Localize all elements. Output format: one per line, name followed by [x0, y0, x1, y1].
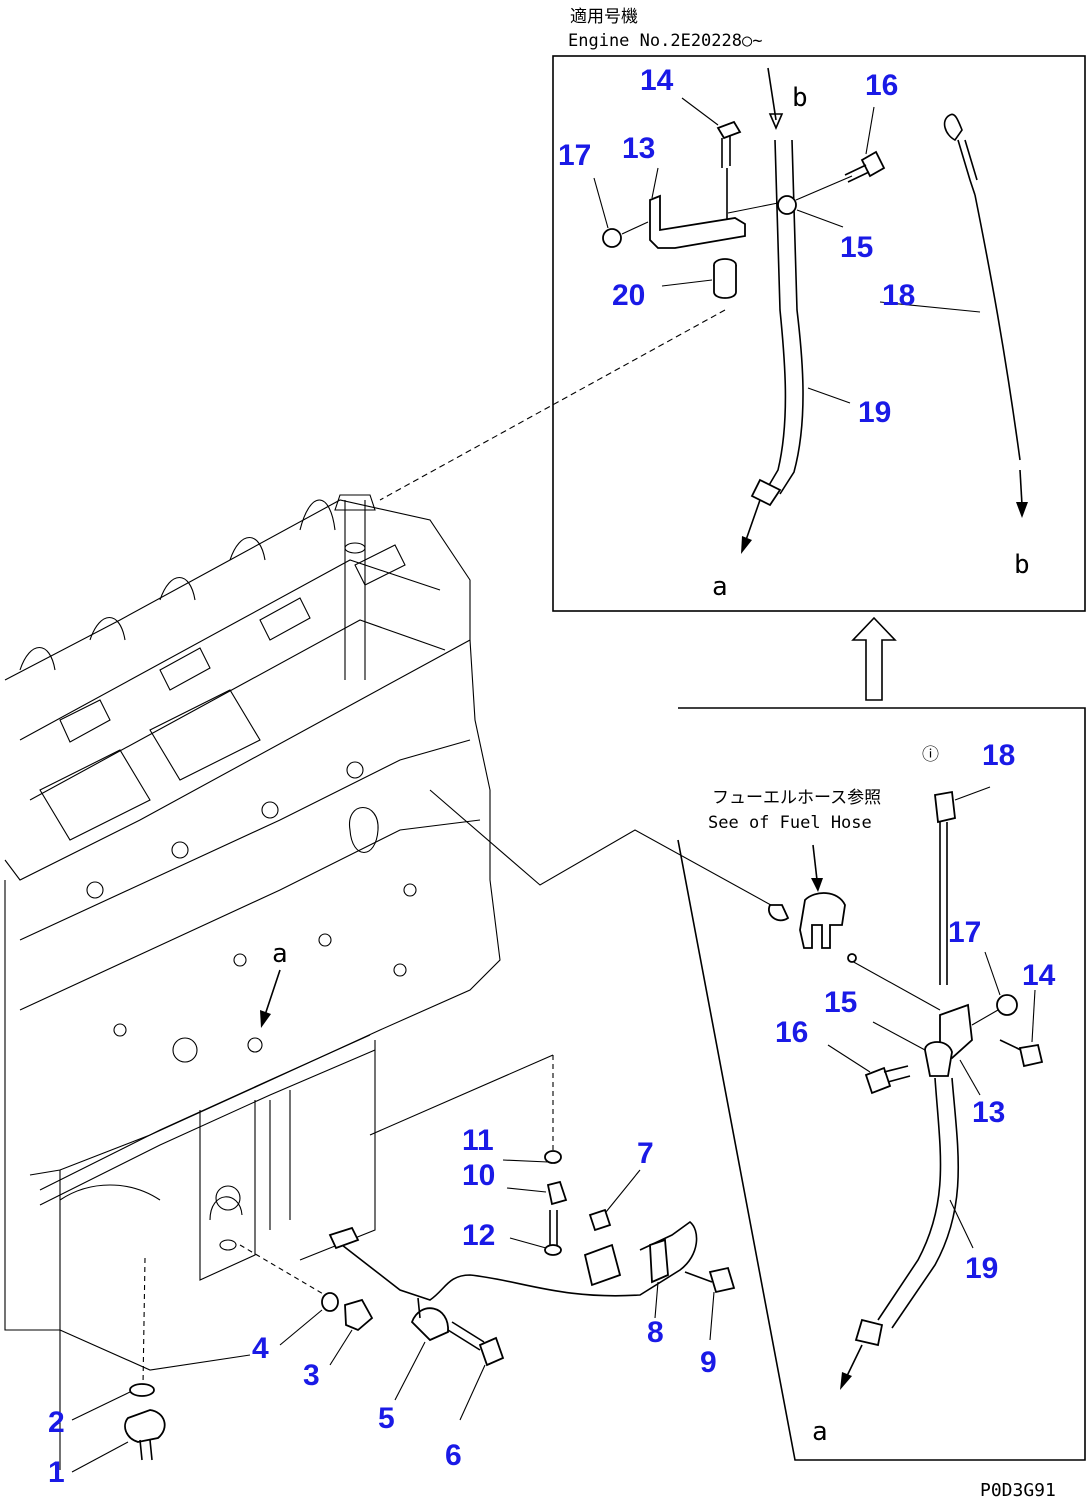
callout-15-top: 15 — [840, 231, 873, 264]
stud-12 — [544, 1210, 562, 1256]
bolt-16-lower — [827, 1044, 911, 1095]
callout-9: 9 — [700, 1346, 717, 1379]
callout-16-lower: 16 — [775, 1016, 808, 1049]
callout-18-top: 18 — [882, 279, 915, 312]
callout-numbers: 1 2 3 4 5 6 7 8 9 10 11 12 13 14 15 16 1… — [48, 64, 1056, 1489]
fuel-hose-note-ja: フューエルホース参照 — [712, 788, 881, 808]
clip-10 — [546, 1180, 568, 1206]
callout-5: 5 — [378, 1402, 395, 1435]
callout-15-lower: 15 — [824, 986, 857, 1019]
ref-b-top-out: b — [1014, 550, 1030, 580]
ref-a-lower: a — [812, 1417, 828, 1447]
bolt-9 — [684, 1266, 736, 1294]
callout-14-top: 14 — [640, 64, 674, 97]
callout-3: 3 — [303, 1359, 320, 1392]
callout-19-lower: 19 — [965, 1252, 998, 1285]
bolt-14-lower — [999, 1039, 1044, 1068]
clamp-15-top — [777, 195, 797, 215]
leader-detail-to-engine — [379, 309, 726, 501]
ref-a-engine: a — [272, 939, 288, 969]
guide-tube-19-lower — [877, 1077, 960, 1329]
nut-17-top — [602, 228, 622, 248]
callout-6: 6 — [445, 1439, 462, 1472]
connector-bracket-7 — [588, 1208, 612, 1232]
spacer-20 — [713, 258, 737, 299]
callout-19-top: 19 — [858, 396, 891, 429]
transition-arrow-up — [851, 616, 897, 701]
nut-11 — [544, 1150, 562, 1164]
detail-frame-top — [552, 55, 1086, 612]
ref-a-top: a — [712, 572, 728, 602]
clamp-15-lower — [924, 1041, 953, 1077]
guide-tube-19-top — [764, 139, 804, 495]
callout-17-top: 17 — [558, 139, 591, 172]
bracket-8 — [649, 1238, 669, 1284]
drawing-code: P0D3G91 — [980, 1480, 1056, 1501]
wire-harness — [341, 1220, 698, 1301]
gasket-2 — [129, 1383, 155, 1397]
detail-top-parts — [602, 67, 1028, 554]
callout-16-top: 16 — [865, 69, 898, 102]
callout-leaders — [71, 97, 1036, 1473]
callout-13-lower: 13 — [972, 1096, 1005, 1129]
leader-engine-to-lower — [429, 789, 781, 911]
engine-block — [4, 494, 501, 1470]
bracket-13-top — [649, 194, 746, 249]
drain-plug-1 — [124, 1409, 166, 1461]
nut-17-lower — [996, 994, 1018, 1016]
callout-7: 7 — [637, 1137, 654, 1170]
dipstick-18-lower — [934, 790, 956, 985]
detail-frame-lower — [677, 707, 1086, 1461]
o-ring-4 — [321, 1292, 339, 1312]
lower-parts — [124, 1054, 736, 1461]
engine-number-label: Engine No.2E20228○~ — [568, 31, 762, 51]
detail-lower-parts — [768, 790, 1044, 1390]
harness-clamp-5 — [410, 1297, 449, 1342]
dipstick-18-top — [943, 113, 1021, 461]
callout-10: 10 — [462, 1159, 495, 1192]
circled-mark: ⓘ — [922, 745, 939, 765]
bolt-16-top — [844, 150, 886, 183]
callout-1: 1 — [48, 1456, 65, 1489]
callout-17-lower: 17 — [948, 916, 981, 949]
callout-11: 11 — [462, 1124, 494, 1157]
fuel-hose-note-en: See of Fuel Hose — [708, 813, 872, 833]
sensor-3 — [344, 1298, 374, 1332]
callout-14-lower: 14 — [1022, 959, 1056, 992]
bolt-6 — [447, 1321, 505, 1367]
callout-12: 12 — [462, 1219, 495, 1252]
ref-b-top-in: b — [792, 83, 808, 113]
callout-13-top: 13 — [622, 132, 655, 165]
applicable-label: 適用号機 — [570, 7, 638, 27]
callout-4: 4 — [252, 1332, 269, 1365]
callout-20: 20 — [612, 279, 645, 312]
callout-18-lower: 18 — [982, 739, 1015, 772]
callout-8: 8 — [647, 1316, 664, 1349]
callout-2: 2 — [48, 1406, 65, 1439]
bolt-14-top — [716, 120, 742, 220]
